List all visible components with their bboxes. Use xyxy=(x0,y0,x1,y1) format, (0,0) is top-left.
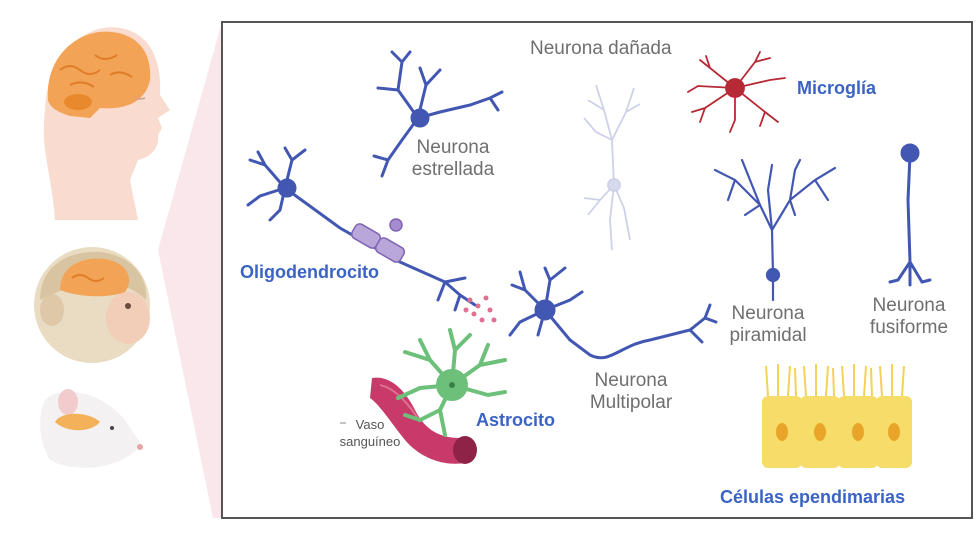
microglia xyxy=(687,51,786,133)
blood-vessel-label: Vaso sanguíneo xyxy=(339,417,401,449)
pyramidal-neuron xyxy=(713,158,837,302)
stellate-neuron-label: Neurona estrellada xyxy=(411,137,495,180)
synapse-vesicles xyxy=(463,295,497,323)
monkey-head-icon xyxy=(34,247,150,363)
human-head-icon xyxy=(43,27,170,221)
fusiform-neuron-label: Neurona fusiforme xyxy=(869,295,949,338)
oligodendrocyte-label: Oligodendrocito xyxy=(240,262,379,282)
oligodendrocyte xyxy=(246,146,477,312)
stellate-neuron xyxy=(372,50,504,178)
zoom-wedge xyxy=(158,22,222,518)
astrocyte xyxy=(396,328,507,437)
ependymal-cells xyxy=(762,364,912,468)
damaged-neuron xyxy=(583,84,641,251)
multipolar-neuron xyxy=(508,266,718,360)
multipolar-neuron-label: Neurona Multipolar xyxy=(589,370,673,413)
microglia-label: Microglía xyxy=(797,78,877,98)
damaged-neuron-label: Neurona dañada xyxy=(530,38,672,59)
panel-border xyxy=(221,21,973,519)
pyramidal-neuron-label: Neurona piramidal xyxy=(729,303,807,346)
fusiform-neuron xyxy=(888,143,932,287)
astrocyte-label: Astrocito xyxy=(476,410,556,430)
ependymal-cells-label: Células ependimarias xyxy=(720,487,906,507)
rat-head-icon xyxy=(40,389,143,468)
